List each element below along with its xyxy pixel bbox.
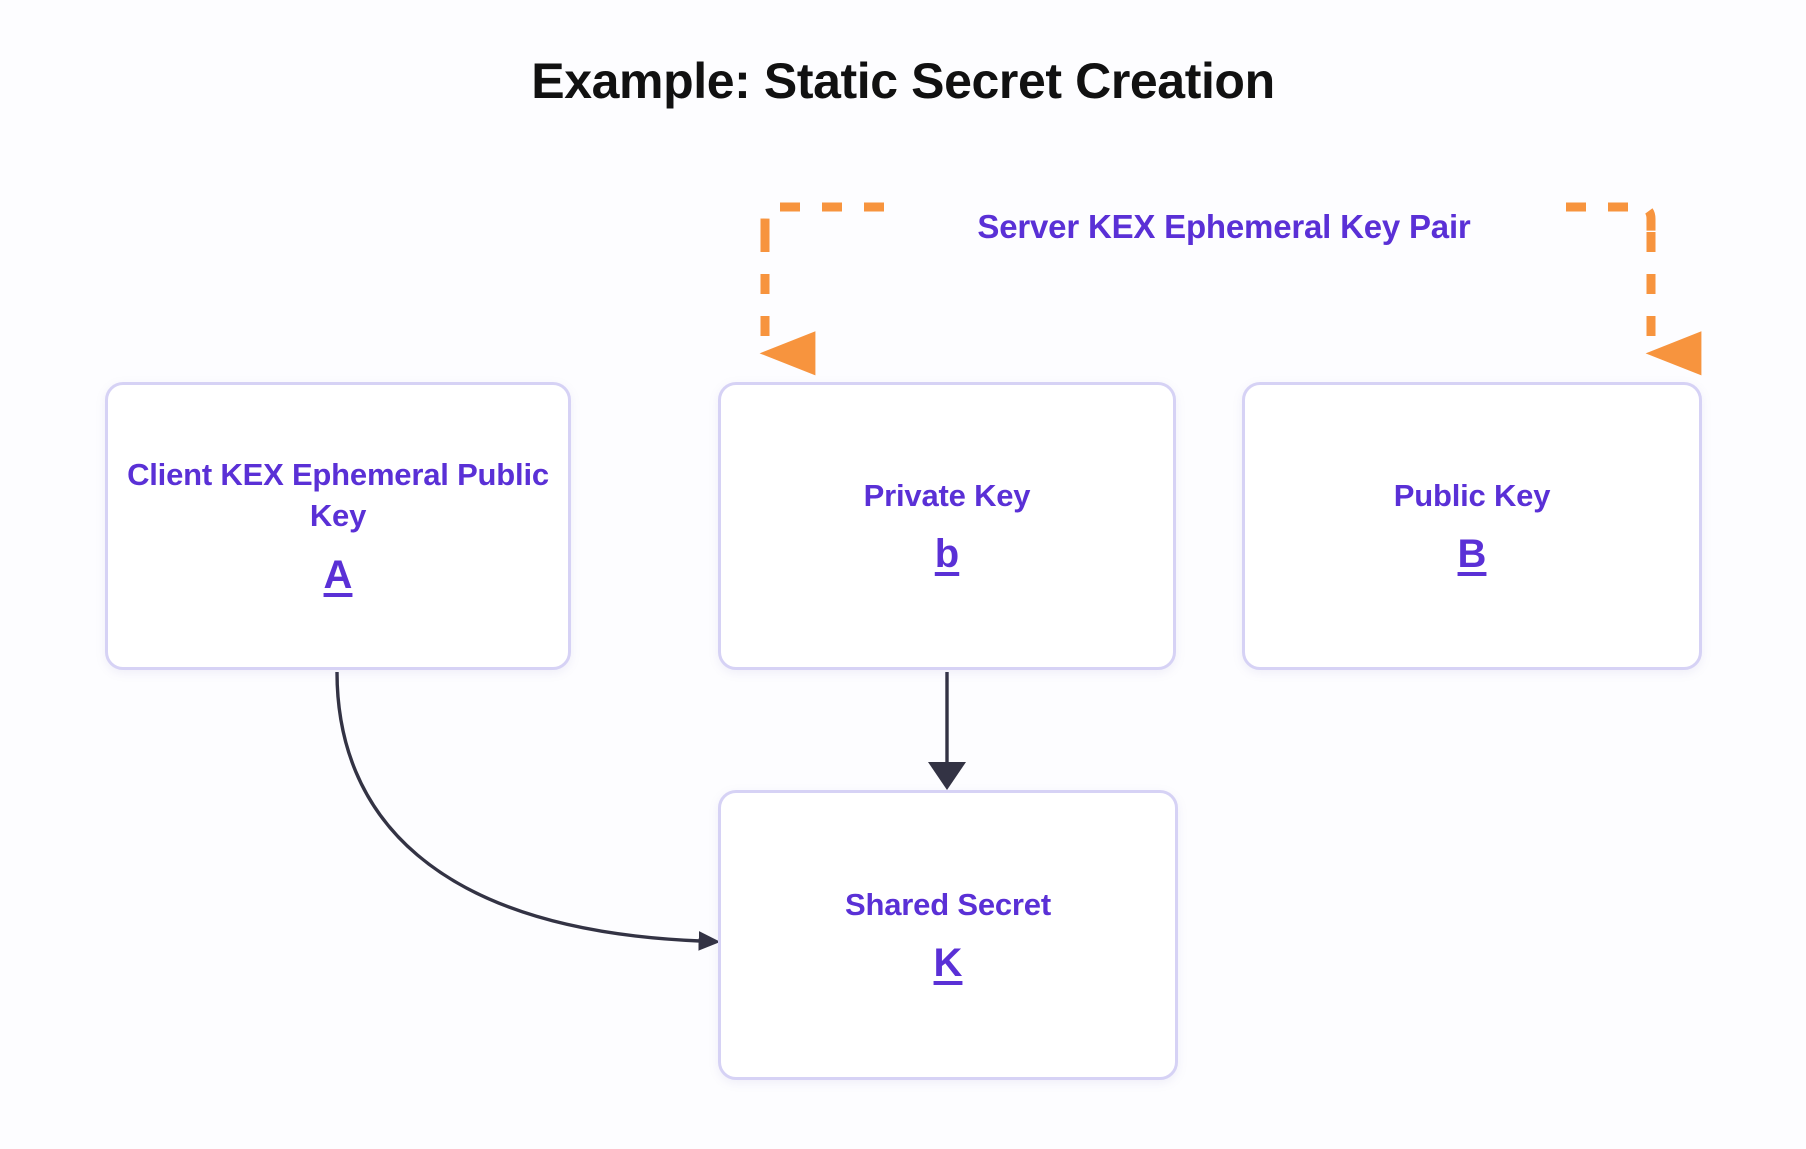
bracket-label: Server KEX Ephemeral Key Pair [977, 208, 1471, 245]
node-title: Public Key [1393, 477, 1551, 513]
node-title: Client KEX Ephemeral Public Key [127, 457, 549, 533]
node-symbol: A [323, 552, 353, 597]
bracket-left-elbow [760, 202, 884, 234]
node-public-key[interactable]: Public Key B [1242, 382, 1702, 670]
node-symbol: b [934, 532, 960, 577]
node-client-public-key[interactable]: Client KEX Ephemeral Public Key A [105, 382, 571, 670]
node-private-key[interactable]: Private Key b [718, 382, 1176, 670]
bracket-right-elbow [1566, 202, 1656, 234]
node-symbol: B [1457, 532, 1487, 577]
edge-private-to-shared-head [928, 762, 966, 790]
page-title: Example: Static Secret Creation [531, 53, 1275, 109]
edge-client-to-shared [335, 671, 721, 951]
node-title: Private Key [863, 477, 1031, 513]
node-title: Shared Secret [845, 886, 1051, 922]
node-symbol: K [933, 941, 963, 986]
node-shared-secret[interactable]: Shared Secret K [718, 790, 1178, 1080]
